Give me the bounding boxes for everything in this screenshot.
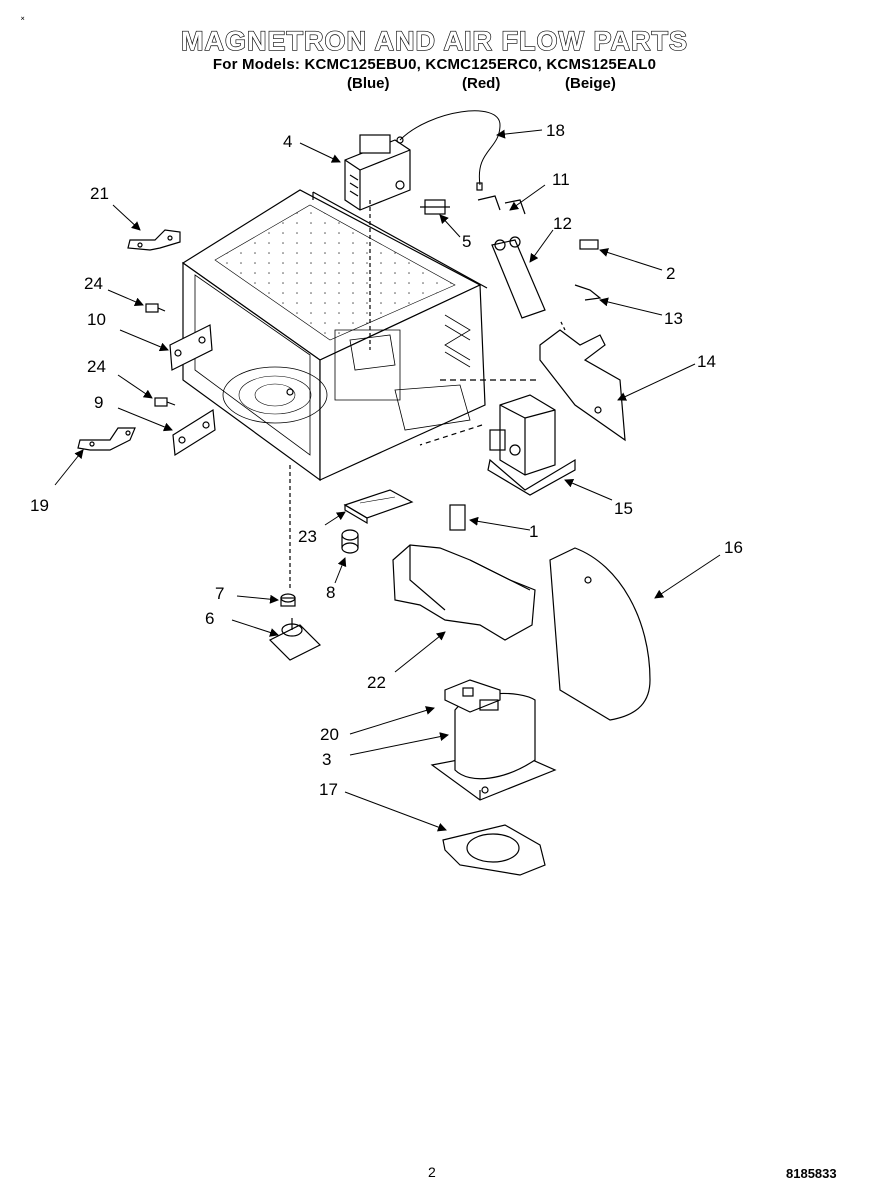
hv-capacitor bbox=[491, 236, 546, 319]
mounting-bracket-21 bbox=[127, 229, 181, 251]
side-panel bbox=[549, 547, 651, 721]
lamp-socket bbox=[449, 504, 466, 531]
callout-17: 17 bbox=[319, 780, 338, 799]
callout-15: 15 bbox=[614, 499, 633, 518]
callout-labels: 1 2 3 4 5 6 7 8 9 10 11 12 13 14 15 16 1… bbox=[30, 121, 743, 799]
color-label-red: (Red) bbox=[462, 75, 501, 92]
thermal-cutout bbox=[420, 199, 450, 215]
fuse bbox=[579, 239, 599, 250]
bracket-9 bbox=[172, 408, 216, 457]
air-duct bbox=[392, 544, 536, 641]
fuse-clips bbox=[477, 195, 526, 215]
page-number: 2 bbox=[428, 1164, 436, 1180]
callout-10: 10 bbox=[87, 310, 106, 329]
callout-14: 14 bbox=[697, 352, 716, 371]
callout-11: 11 bbox=[552, 170, 570, 189]
roller-stub bbox=[341, 529, 359, 554]
corner-mark: ˟ bbox=[21, 16, 25, 27]
fan-gasket bbox=[442, 824, 546, 876]
callout-3: 3 bbox=[322, 750, 331, 769]
callout-2: 2 bbox=[666, 264, 675, 283]
callout-23: 23 bbox=[298, 527, 317, 546]
callout-16: 16 bbox=[724, 538, 743, 557]
grease-filter bbox=[343, 489, 414, 525]
turntable-motor bbox=[268, 618, 322, 661]
callout-18: 18 bbox=[546, 121, 565, 140]
callout-8: 8 bbox=[326, 583, 335, 602]
callout-24-upper: 24 bbox=[84, 274, 103, 293]
color-label-blue: (Blue) bbox=[347, 75, 390, 92]
callout-7: 7 bbox=[215, 584, 224, 603]
callout-4: 4 bbox=[283, 132, 292, 151]
callout-9: 9 bbox=[94, 393, 103, 412]
callout-19: 19 bbox=[30, 496, 49, 515]
capacitor-bracket bbox=[539, 329, 626, 442]
models-line: For Models: KCMC125EBU0, KCMC125ERC0, KC… bbox=[212, 56, 657, 73]
callout-6: 6 bbox=[205, 609, 214, 628]
callout-12: 12 bbox=[553, 214, 572, 233]
wire-harness bbox=[399, 110, 501, 186]
document-number: 8185833 bbox=[786, 1166, 837, 1181]
diode-clip bbox=[574, 284, 602, 301]
callout-1: 1 bbox=[529, 522, 538, 541]
callout-24-lower: 24 bbox=[87, 357, 106, 376]
oven-cavity bbox=[181, 189, 488, 482]
bracket-10 bbox=[169, 324, 213, 371]
callout-21: 21 bbox=[90, 184, 109, 203]
screw-lower bbox=[154, 397, 176, 407]
callout-13: 13 bbox=[664, 309, 683, 328]
callout-5: 5 bbox=[462, 232, 471, 251]
leader-lines bbox=[54, 129, 721, 832]
transformer bbox=[487, 394, 576, 496]
magnetron bbox=[344, 134, 411, 350]
fan-motor bbox=[430, 679, 557, 801]
mounting-bracket-19 bbox=[77, 427, 136, 451]
callout-22: 22 bbox=[367, 673, 386, 692]
coupler bbox=[280, 593, 296, 607]
page-title: MAGNETRON AND AIR FLOW PARTS bbox=[180, 25, 688, 56]
screw-upper bbox=[145, 303, 166, 313]
callout-20: 20 bbox=[320, 725, 339, 744]
color-label-beige: (Beige) bbox=[565, 75, 616, 92]
